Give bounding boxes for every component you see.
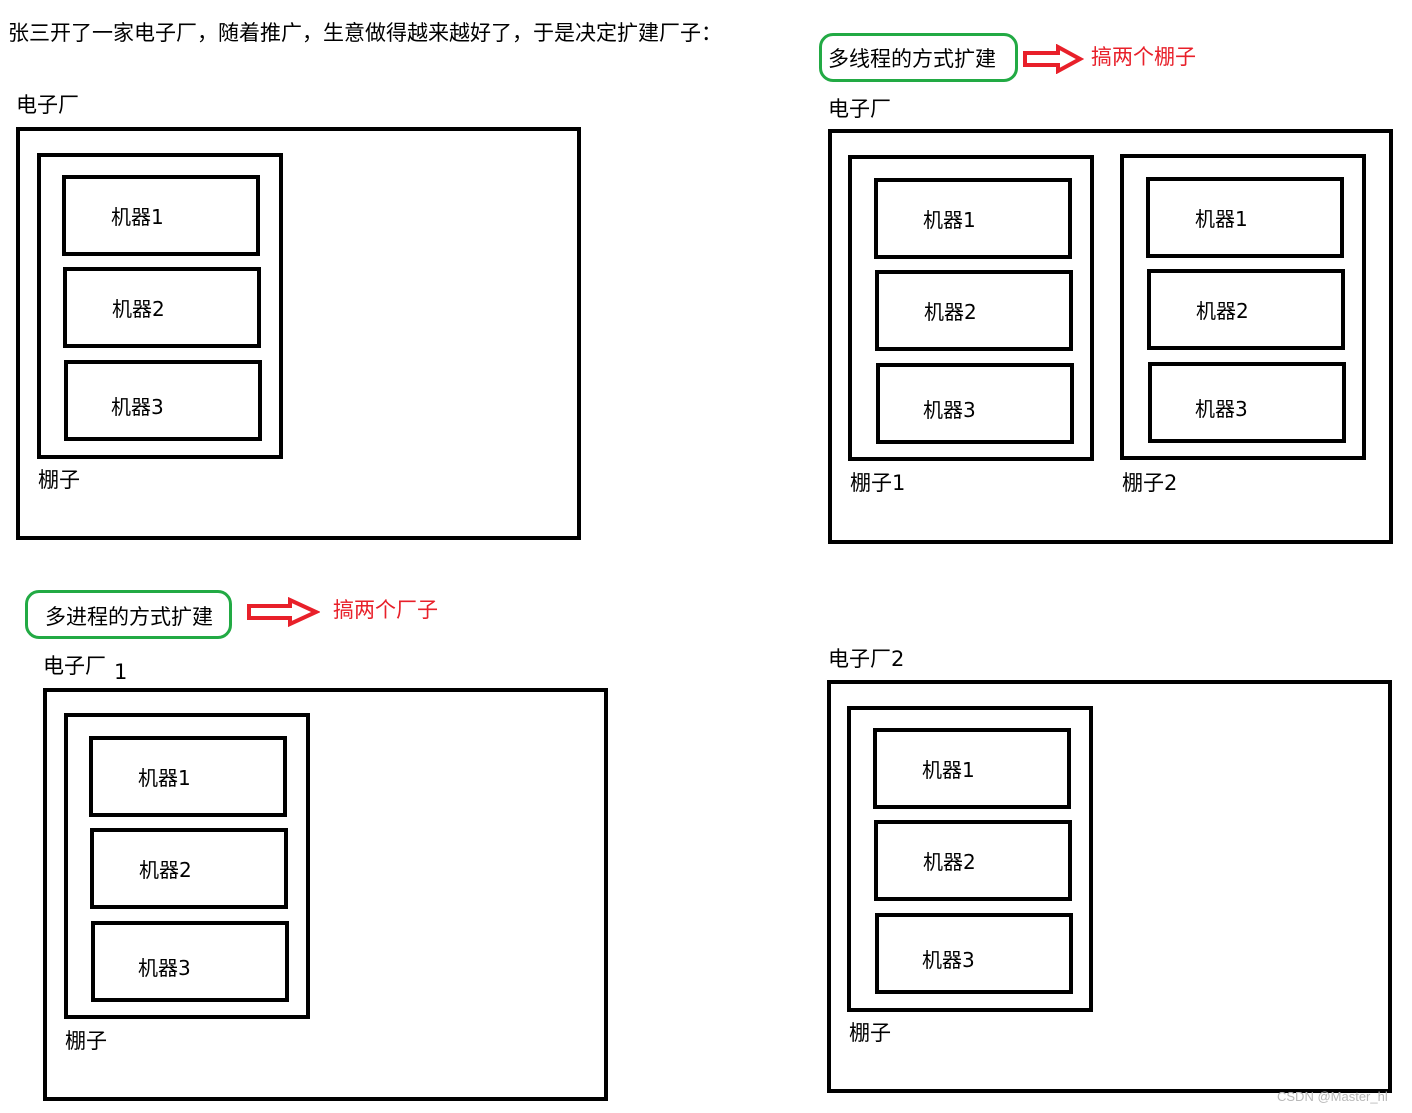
factory-box (828, 129, 1393, 544)
machine-label: 机器3 (138, 956, 191, 980)
factory-box-2 (827, 680, 1392, 1093)
factory-box (16, 127, 581, 540)
machine-box-3: 机器3 (91, 921, 289, 1002)
machine-label: 机器2 (112, 297, 165, 321)
machine-box-2: 机器2 (875, 270, 1073, 351)
machine-box-3: 机器3 (876, 363, 1074, 444)
machine-label: 机器2 (923, 850, 976, 874)
shed-box (37, 153, 283, 459)
machine-box-2: 机器2 (90, 828, 288, 909)
machine-box-3: 机器3 (875, 913, 1073, 994)
machine-label: 机器1 (923, 208, 976, 232)
right-arrow-icon (1023, 44, 1084, 74)
machine-label: 机器1 (138, 766, 191, 790)
pill-text: 多线程的方式扩建 (828, 47, 996, 71)
shed-box (64, 713, 310, 1019)
shed-box (847, 706, 1093, 1012)
machine-label: 机器3 (923, 398, 976, 422)
machine-box-2: 机器2 (63, 267, 261, 348)
shed-label: 棚子 (38, 468, 80, 492)
right-arrow-icon (247, 597, 320, 627)
intro-text: 张三开了一家电子厂，随着推广，生意做得越来越好了，于是决定扩建厂子： (8, 21, 722, 45)
annotation-text: 搞两个棚子 (1091, 45, 1196, 69)
shed-label-2: 棚子2 (1122, 471, 1178, 495)
annotation-text: 搞两个厂子 (333, 598, 438, 622)
factory-label-2: 电子厂2 (828, 647, 905, 671)
factory-label: 电子厂 (828, 97, 891, 121)
machine-box-2: 机器2 (1147, 269, 1345, 350)
machine-label: 机器1 (111, 205, 164, 229)
factory-label: 电子厂 (16, 93, 79, 117)
watermark: CSDN @Master_hl (1277, 1089, 1388, 1104)
machine-label: 机器2 (924, 300, 977, 324)
factory-label-1: 电子厂 (43, 654, 106, 678)
machine-box-1: 机器1 (874, 178, 1072, 259)
factory-box-1 (43, 688, 608, 1101)
shed-label: 棚子 (849, 1021, 891, 1045)
machine-box-1: 机器1 (62, 175, 260, 256)
machine-label: 机器3 (111, 395, 164, 419)
shed-label-1: 棚子1 (850, 471, 906, 495)
pill-text: 多进程的方式扩建 (45, 605, 213, 629)
machine-label: 机器1 (922, 758, 975, 782)
machine-box-1: 机器1 (1146, 177, 1344, 258)
machine-box-1: 机器1 (873, 728, 1071, 809)
multithread-pill: 多线程的方式扩建 (819, 33, 1018, 82)
machine-box-1: 机器1 (89, 736, 287, 817)
machine-label: 机器3 (1195, 397, 1248, 421)
machine-box-2: 机器2 (874, 820, 1072, 901)
shed-box-2 (1120, 154, 1366, 460)
machine-box-3: 机器3 (1148, 362, 1346, 443)
machine-label: 机器2 (1196, 299, 1249, 323)
shed-box-1 (848, 155, 1094, 461)
multiprocess-pill: 多进程的方式扩建 (25, 590, 232, 639)
factory-label-1-suffix: 1 (114, 660, 128, 684)
machine-label: 机器2 (139, 858, 192, 882)
shed-label: 棚子 (65, 1029, 107, 1053)
machine-box-3: 机器3 (64, 360, 262, 441)
machine-label: 机器1 (1195, 207, 1248, 231)
machine-label: 机器3 (922, 948, 975, 972)
